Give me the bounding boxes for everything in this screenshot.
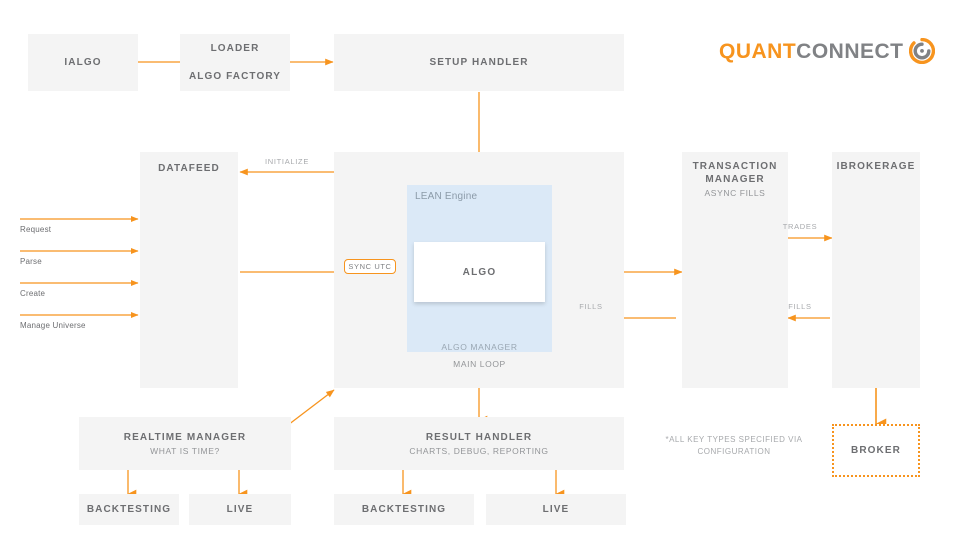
side-label-parse: Parse [20,257,42,266]
logo-text-quant: QUANT [719,39,797,63]
node-algo[interactable]: ALGO [414,242,545,302]
node-realtime-live[interactable]: LIVE [189,494,291,525]
footnote-key-types: *ALL KEY TYPES SPECIFIED VIA CONFIGURATI… [665,435,803,456]
quantconnect-logo: QUANTCONNECT [719,37,935,65]
node-broker-title: BROKER [851,445,901,456]
edge-label-sync-utc: SYNC UTC [344,259,396,274]
node-ibrokerage-title: IBROKERAGE [836,161,916,172]
node-broker[interactable]: BROKER [832,424,920,477]
node-lean-engine-label: LEAN Engine [415,191,478,202]
node-realtime-backtesting[interactable]: BACKTESTING [79,494,179,525]
node-result-handler-title: RESULT HANDLER [425,431,533,443]
edge-label-fills-left: FILLS [579,302,603,311]
wire-realtime-to-lean [287,389,335,426]
node-algo-factory-title: ALGO FACTORY [188,71,282,82]
node-loader-title: LOADER [210,43,260,54]
node-result-handler-subtitle: CHARTS, DEBUG, REPORTING [409,445,549,456]
edge-label-initialize: INITIALIZE [264,157,310,166]
node-transaction-manager[interactable]: TRANSACTION MANAGER ASYNC FILLS [682,152,788,388]
node-ialgo[interactable]: IALGO [28,34,138,91]
edge-label-trades: TRADES [782,222,818,231]
node-realtime-live-title: LIVE [226,504,254,515]
node-ibrokerage[interactable]: IBROKERAGE [832,152,920,388]
node-result-backtesting[interactable]: BACKTESTING [334,494,474,525]
edge-label-fills-right: FILLS [788,302,812,311]
side-label-manage-universe: Manage Universe [20,321,86,330]
node-datafeed-title: DATAFEED [158,163,220,174]
node-realtime-manager-subtitle: WHAT IS TIME? [150,445,220,456]
node-result-backtesting-title: BACKTESTING [361,504,447,515]
node-main-loop-label: MAIN LOOP [453,359,506,369]
side-label-request: Request [20,225,52,234]
node-result-live[interactable]: LIVE [486,494,626,525]
logo-text-connect: CONNECT [796,39,904,63]
node-realtime-manager-title: REALTIME MANAGER [123,431,247,443]
node-algo-manager-label: ALGO MANAGER [441,342,518,352]
node-algo-title: ALGO [462,266,497,278]
node-result-live-title: LIVE [542,504,570,515]
logo-text: QUANTCONNECT [719,41,904,62]
node-ialgo-title: IALGO [64,57,102,68]
node-loader-algofactory[interactable]: LOADER ALGO FACTORY [180,34,290,91]
node-setup-handler-title: SETUP HANDLER [429,57,529,68]
side-label-create: Create [20,289,46,298]
node-datafeed[interactable]: DATAFEED [140,152,238,388]
node-realtime-manager[interactable]: REALTIME MANAGER WHAT IS TIME? [79,417,291,470]
node-realtime-backtesting-title: BACKTESTING [86,504,172,515]
node-transaction-manager-title: TRANSACTION MANAGER [692,161,778,185]
quantconnect-mark-icon [908,37,935,65]
node-result-handler[interactable]: RESULT HANDLER CHARTS, DEBUG, REPORTING [334,417,624,470]
node-setup-handler[interactable]: SETUP HANDLER [334,34,624,91]
node-transaction-manager-subtitle: ASYNC FILLS [704,188,766,198]
